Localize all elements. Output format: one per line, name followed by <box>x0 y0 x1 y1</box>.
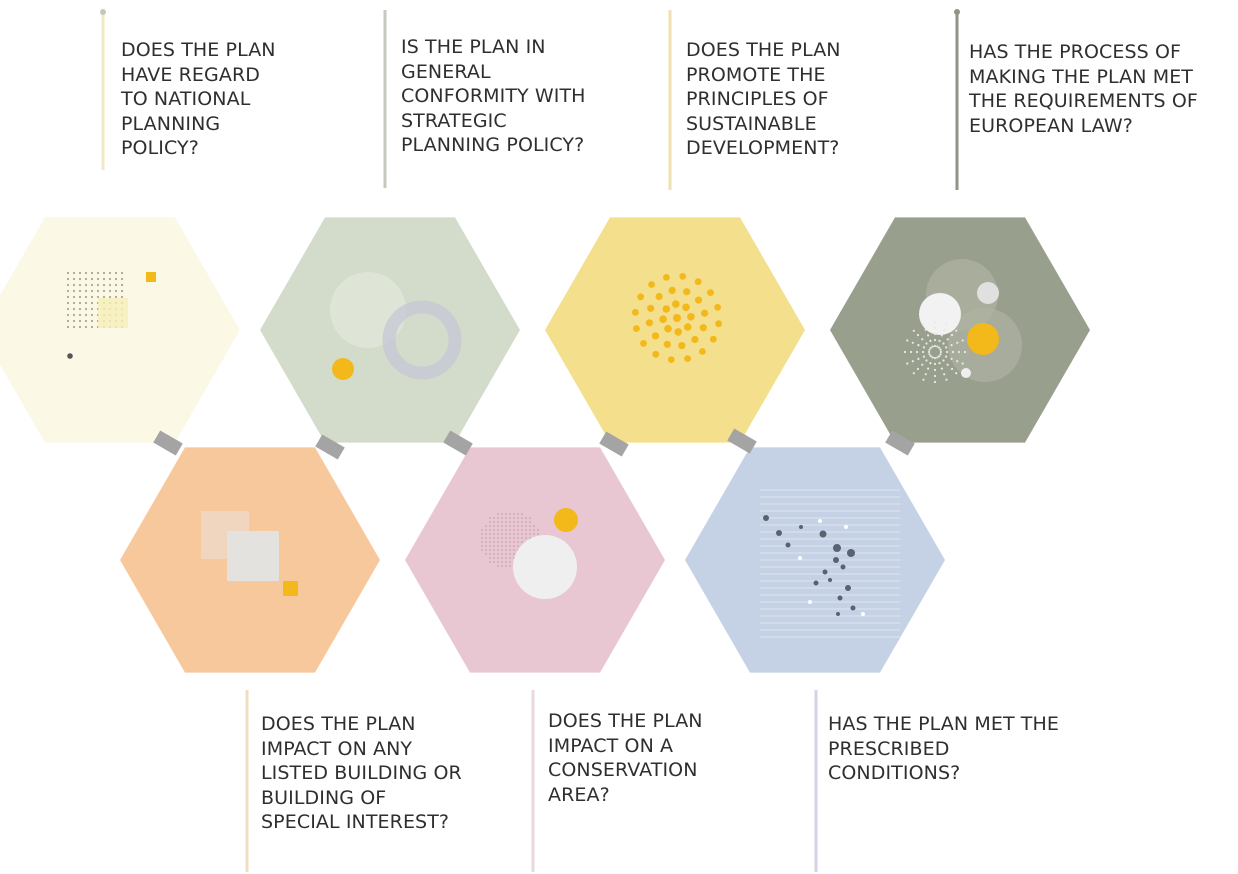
hexagon-connector <box>153 430 183 456</box>
overlapping-circles-icon <box>330 272 462 380</box>
hexagon-connector <box>315 434 345 460</box>
hexagon-connector <box>727 428 757 454</box>
question-sustainable-development: DOES THE PLAN PROMOTE THE PRINCIPLES OF … <box>686 39 841 160</box>
overlapping-squares-icon <box>201 511 298 596</box>
hexagon-connector <box>885 430 915 456</box>
hexagon-national-policy <box>0 217 240 443</box>
dot-grid-icon <box>66 271 156 359</box>
line-endpoint <box>100 9 106 15</box>
scatter-dots-icon <box>760 489 900 638</box>
question-listed-building: DOES THE PLAN IMPACT ON ANY LISTED BUILD… <box>261 713 462 834</box>
line-endpoint <box>954 9 960 15</box>
question-strategic-policy: IS THE PLAN IN GENERAL CONFORMITY WITH S… <box>401 36 586 157</box>
question-conservation-area: DOES THE PLAN IMPACT ON A CONSERVATION A… <box>548 710 703 806</box>
question-national-policy: DOES THE PLAN HAVE REGARD TO NATIONAL PL… <box>121 39 276 160</box>
question-european-law: HAS THE PROCESS OF MAKING THE PLAN MET T… <box>969 41 1198 137</box>
circle-cluster-icon <box>903 259 1022 384</box>
question-prescribed-conditions: HAS THE PLAN MET THE PRESCRIBED CONDITIO… <box>828 713 1059 785</box>
hexagon-connector <box>599 431 629 457</box>
circle-texture-icon <box>481 508 578 599</box>
dot-burst-icon <box>632 273 722 363</box>
hexagon-connector <box>443 430 473 456</box>
